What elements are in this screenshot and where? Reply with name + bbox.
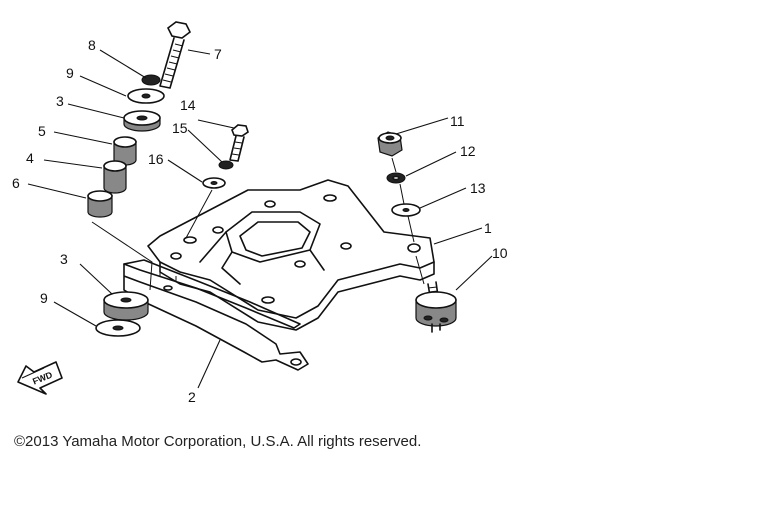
leader-lines (27, 49, 493, 389)
callout-6: 6 (12, 175, 20, 191)
callout-3-bottom: 3 (60, 251, 68, 267)
part-4-collar (103, 160, 127, 194)
assembly-line-left (91, 221, 153, 291)
part-5-collar (113, 136, 137, 166)
part-13-washer (391, 203, 421, 217)
callout-9-bottom: 9 (40, 290, 48, 306)
part-9-washer-bottom (95, 319, 141, 337)
part-10-rubber-mount (415, 281, 457, 333)
callout-2: 2 (188, 389, 196, 405)
part-1-bracket (147, 179, 435, 331)
part-3-washer-bottom (103, 291, 149, 321)
assembly-line-center (185, 189, 213, 239)
callout-7: 7 (214, 46, 222, 62)
part-6-damper (87, 190, 113, 218)
callout-5: 5 (38, 123, 46, 139)
callout-13: 13 (470, 180, 486, 196)
fwd-arrow-icon: FWD (17, 361, 63, 395)
part-16-washer (202, 177, 226, 189)
part-7-bolt (159, 21, 192, 89)
part-14-bolt (229, 124, 249, 162)
callout-4: 4 (26, 150, 34, 166)
callout-10: 10 (492, 245, 508, 261)
assembly-line-right (391, 157, 425, 285)
callout-1: 1 (484, 220, 492, 236)
part-9-washer-top (127, 88, 165, 104)
callout-15: 15 (172, 120, 188, 136)
part-8-lock-washer (141, 74, 161, 86)
copyright-notice: ©2013 Yamaha Motor Corporation, U.S.A. A… (14, 433, 422, 450)
part-15-lock-washer (218, 160, 234, 170)
part-2-lower-bracket (123, 259, 309, 371)
callout-3-top: 3 (56, 93, 64, 109)
parts-diagram: 1 2 3 3 4 5 6 7 8 9 9 10 11 12 13 14 15 … (12, 21, 508, 405)
callout-8: 8 (88, 37, 96, 53)
callout-numbers: 1 2 3 3 4 5 6 7 8 9 9 10 11 12 13 14 15 … (12, 37, 508, 405)
callout-14: 14 (180, 97, 196, 113)
callout-12: 12 (460, 143, 476, 159)
callout-11: 11 (450, 113, 465, 129)
part-11-nut (377, 131, 403, 157)
callout-16: 16 (148, 151, 164, 167)
callout-9-top: 9 (66, 65, 74, 81)
part-12-lock-washer (386, 172, 406, 184)
part-3-washer-top (123, 110, 161, 132)
